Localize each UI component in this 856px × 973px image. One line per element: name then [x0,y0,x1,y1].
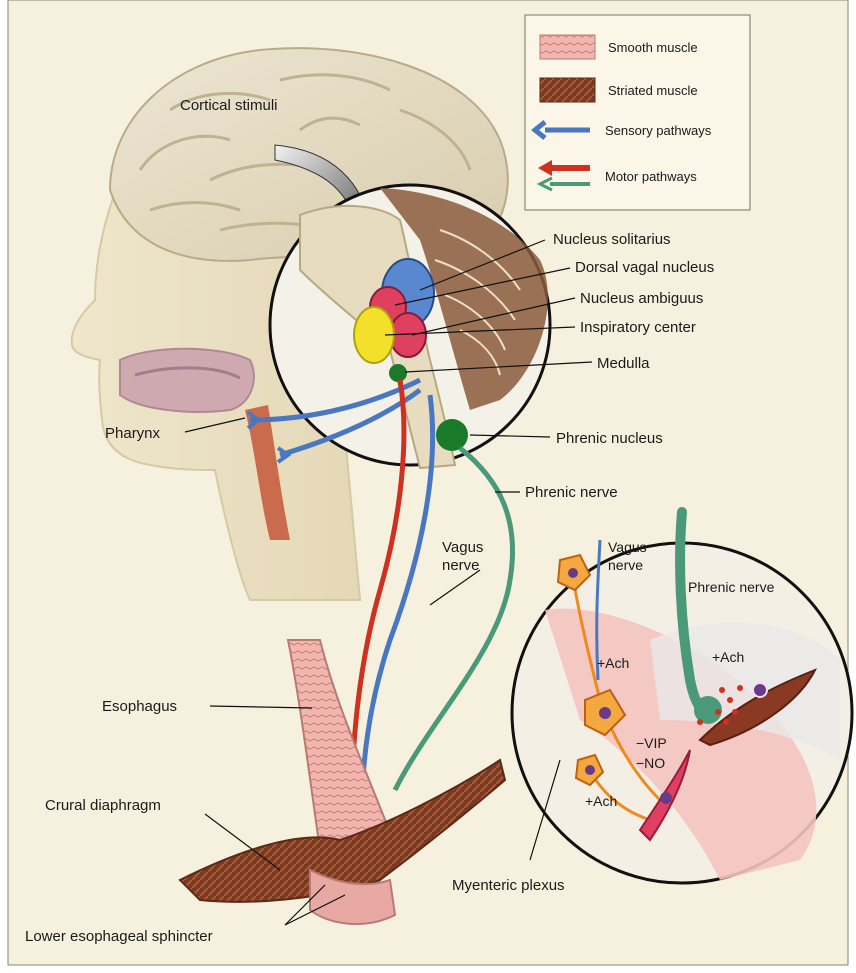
inset-striated-nucleus [753,683,767,697]
legend-sensory-pathways: Sensory pathways [605,123,712,138]
label-dorsal-vagal-nucleus: Dorsal vagal nucleus [575,259,714,276]
label-esophagus: Esophagus [102,698,177,715]
inset-label-vagus-2: nerve [608,557,643,573]
label-myenteric-plexus: Myenteric plexus [452,877,565,894]
label-phrenic-nucleus: Phrenic nucleus [556,430,663,447]
label-crural-diaphragm: Crural diaphragm [45,797,161,814]
inset-label-vagus-1: Vagus [608,539,647,555]
inset-label-ach-phrenic: +Ach [712,649,744,665]
legend-smooth-muscle: Smooth muscle [608,40,698,55]
label-vagus-nerve-1: Vagus [442,539,483,556]
label-nucleus-solitarius: Nucleus solitarius [553,231,671,248]
label-nucleus-ambiguus: Nucleus ambiguus [580,290,703,307]
inset-label-vip: −VIP [636,735,667,751]
legend-swatch-striated [540,78,595,102]
label-medulla: Medulla [597,355,650,372]
inset-smooth-muscle-nucleus [660,792,672,804]
label-cortical-stimuli: Cortical stimuli [180,97,278,114]
label-inspiratory-center: Inspiratory center [580,319,696,336]
inset-label-ach-upper: +Ach [597,655,629,671]
medulla-dot [389,364,407,382]
label-pharynx: Pharynx [105,425,161,442]
legend-striated-muscle: Striated muscle [608,83,698,98]
legend-motor-pathways: Motor pathways [605,169,697,184]
label-lower-esophageal-sphincter: Lower esophageal sphincter [25,928,213,945]
inset-label-ach-lower: +Ach [585,793,617,809]
inset-label-phrenic-nerve: Phrenic nerve [688,579,775,595]
legend: Smooth muscle Striated muscle Sensory pa… [525,15,750,210]
legend-swatch-smooth [540,35,595,59]
inset-label-no: −NO [636,755,665,771]
label-vagus-nerve-2: nerve [442,557,480,574]
phrenic-nucleus-shape [436,419,468,451]
label-phrenic-nerve: Phrenic nerve [525,484,618,501]
oral-cavity [120,349,254,412]
